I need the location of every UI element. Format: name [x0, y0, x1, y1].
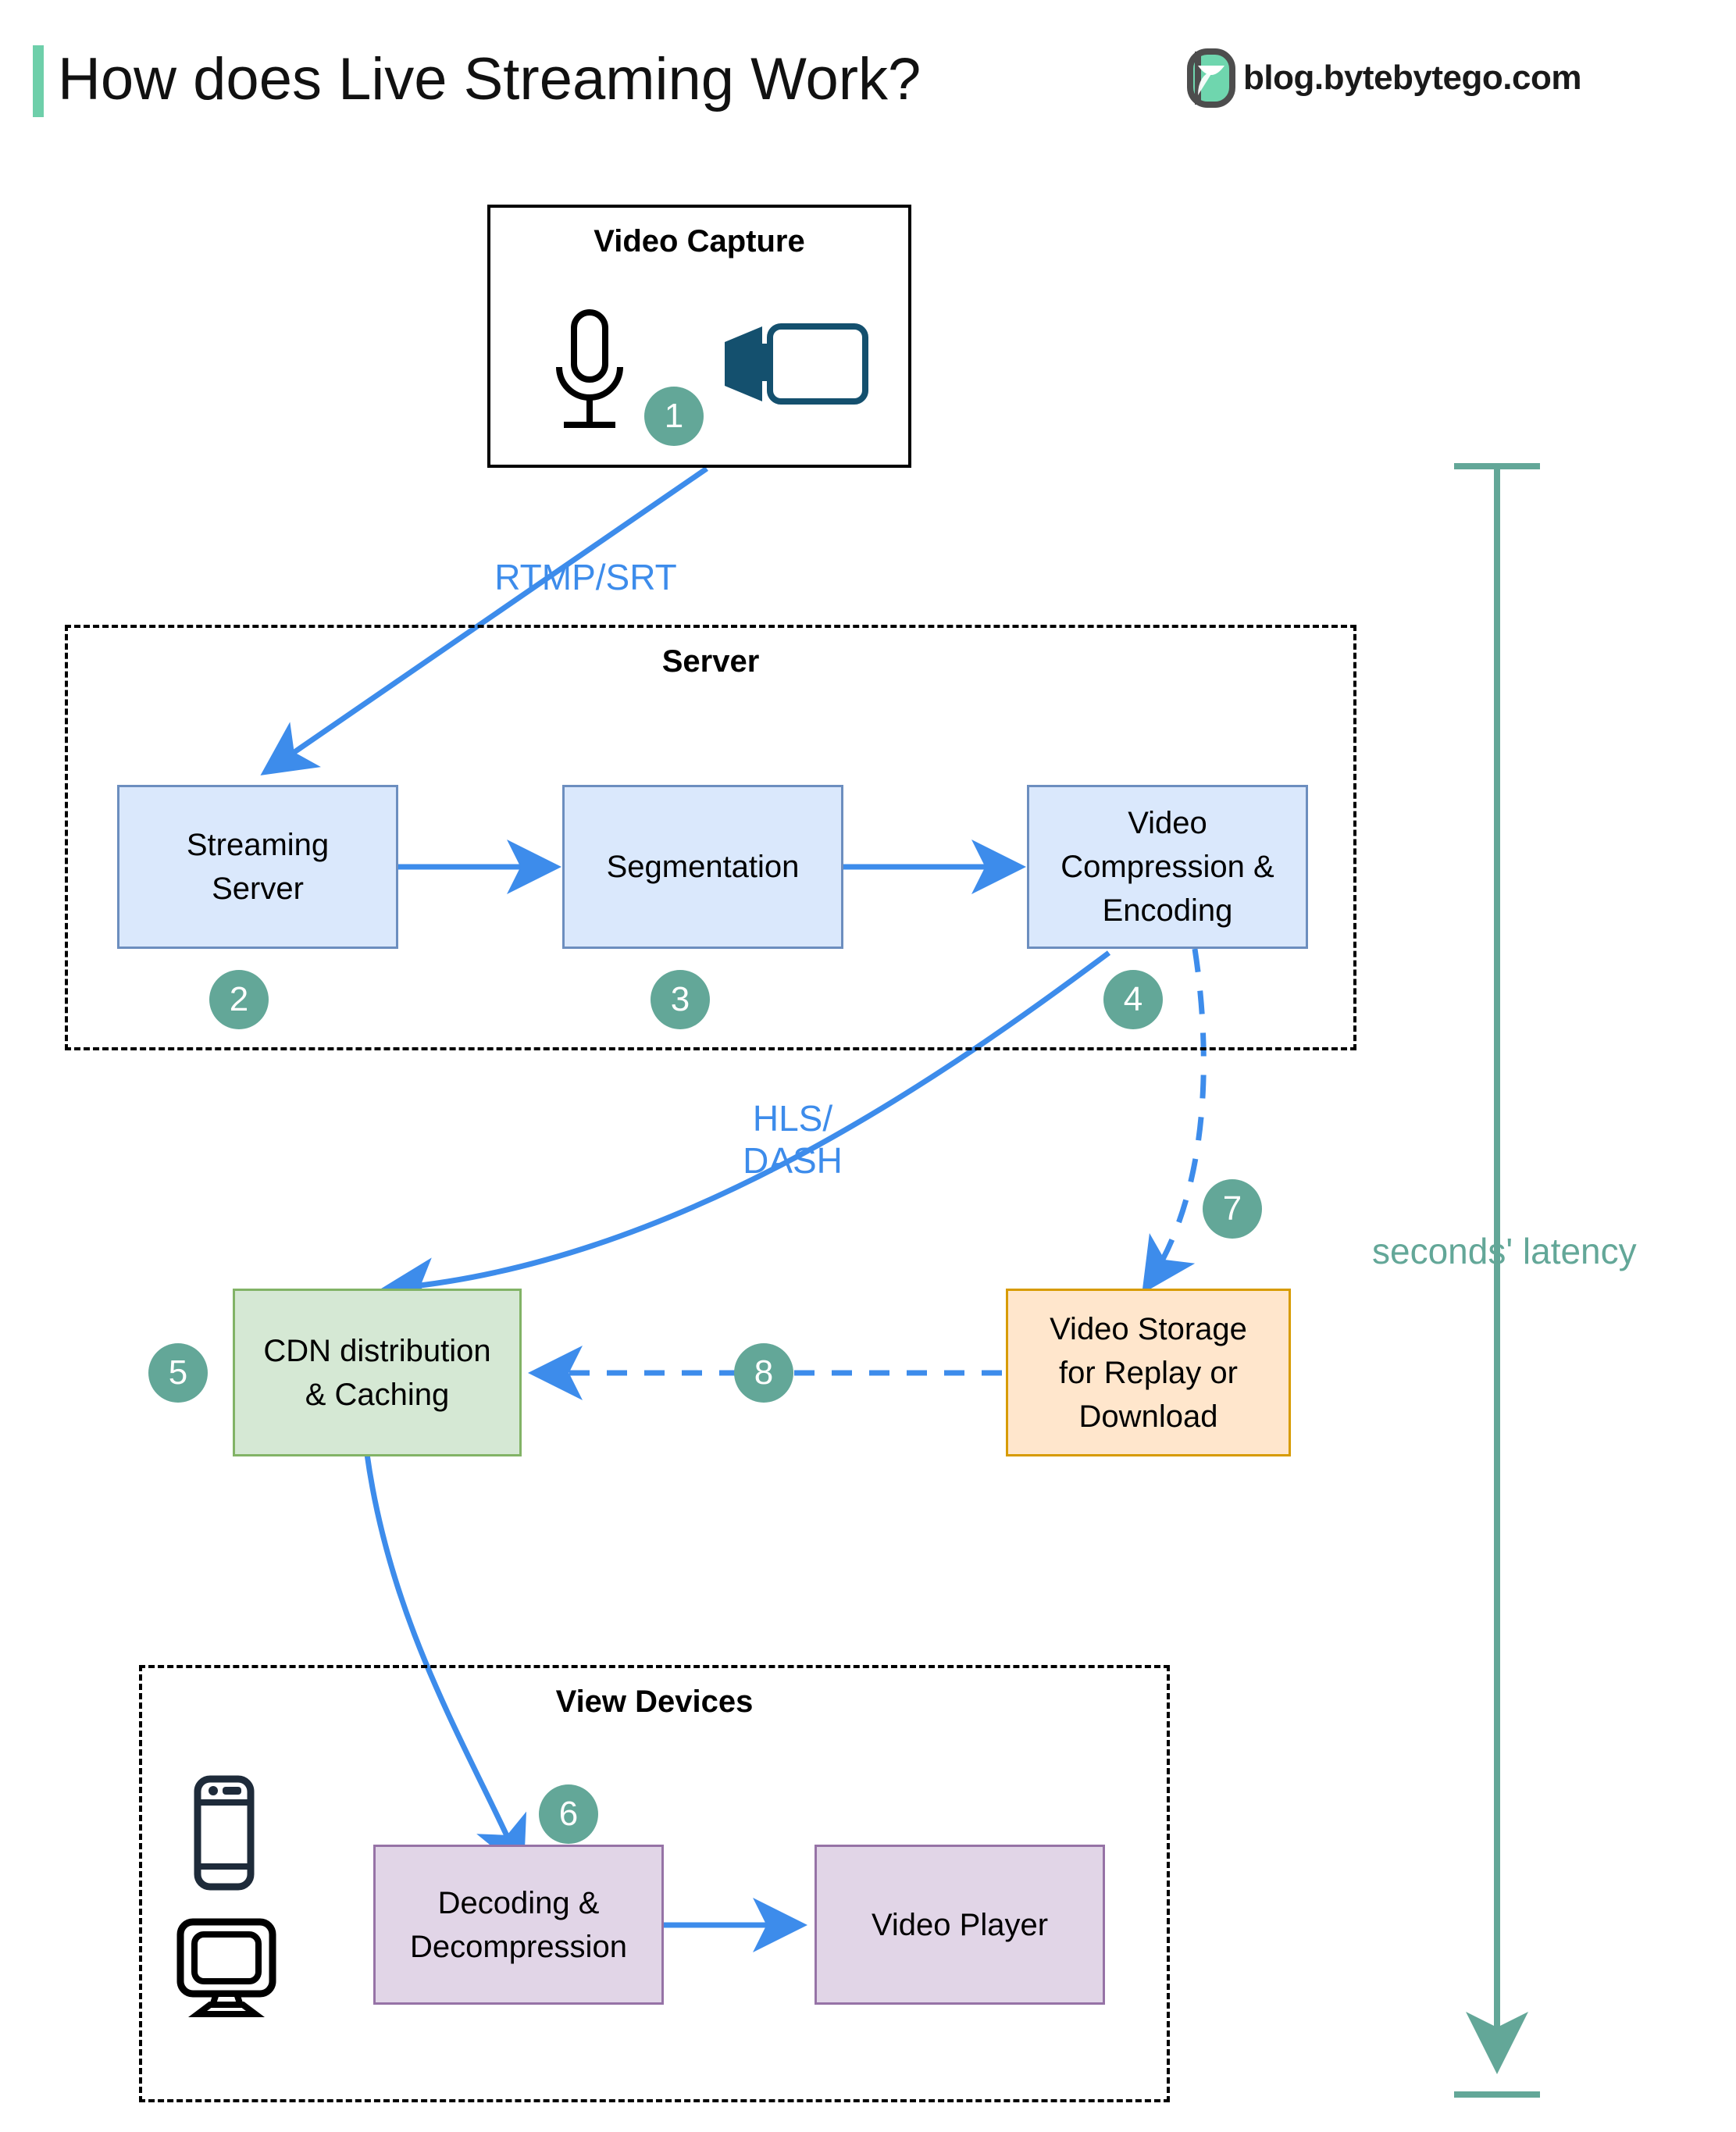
desktop-monitor-icon — [176, 1918, 276, 2017]
server-container — [65, 625, 1356, 1050]
node-video-compression-encoding[interactable]: Video Compression & Encoding — [1027, 785, 1308, 949]
microphone-icon — [556, 309, 623, 428]
node-video-storage[interactable]: Video Storage for Replay or Download — [1006, 1289, 1291, 1456]
badge-streaming-server: 2 — [209, 970, 269, 1029]
video-camera-icon — [725, 323, 868, 405]
node-decoding-decompression[interactable]: Decoding & Decompression — [373, 1845, 664, 2005]
brand: blog.bytebytego.com — [1187, 48, 1581, 108]
badge-decoding: 6 — [539, 1784, 598, 1844]
edge-label-rtmp-srt: RTMP/SRT — [494, 557, 677, 597]
badge-video-compression-encoding: 4 — [1103, 970, 1163, 1029]
bytebytego-logo-icon — [1187, 48, 1235, 108]
brand-text: blog.bytebytego.com — [1243, 59, 1581, 97]
latency-label: seconds' latency — [1372, 1231, 1637, 1271]
node-segmentation[interactable]: Segmentation — [562, 785, 843, 949]
node-streaming-server[interactable]: Streaming Server — [117, 785, 398, 949]
title-accent-bar — [33, 45, 44, 117]
page-title: How does Live Streaming Work? — [58, 46, 921, 112]
badge-cdn: 5 — [148, 1343, 208, 1403]
edge-label-hls-dash: HLS/ DASH — [743, 1098, 843, 1181]
video-capture-title: Video Capture — [594, 224, 805, 258]
node-video-player[interactable]: Video Player — [815, 1845, 1105, 2005]
node-cdn-distribution-caching[interactable]: CDN distribution & Caching — [233, 1289, 522, 1456]
smartphone-icon — [194, 1775, 255, 1891]
server-title: Server — [661, 644, 760, 679]
badge-storage-to-cdn: 8 — [734, 1343, 793, 1403]
view-devices-container — [139, 1665, 1170, 2102]
badge-segmentation: 3 — [651, 970, 710, 1029]
view-devices-title: View Devices — [555, 1685, 754, 1719]
badge-capture: 1 — [644, 387, 704, 446]
badge-storage-write: 7 — [1203, 1179, 1262, 1239]
